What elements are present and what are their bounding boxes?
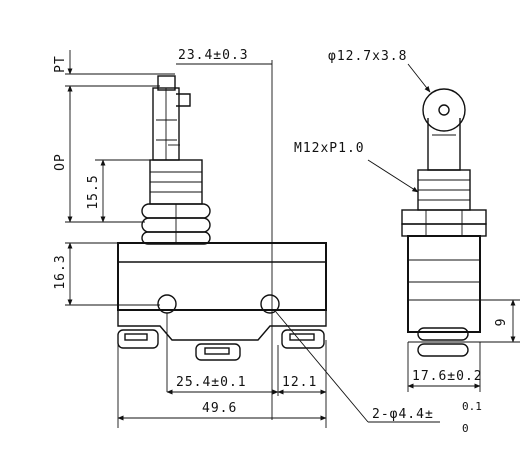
dim-49-6-label: 49.6 — [202, 401, 237, 416]
roller-label: φ12.7x3.8 — [328, 49, 407, 64]
dim-17-6-label: 17.6±0.2 — [412, 369, 483, 384]
horizontal-dimensions — [117, 63, 327, 421]
dim-23-4-label: 23.4±0.3 — [178, 48, 249, 63]
hole-dim-label: 2-φ4.4± — [372, 407, 434, 422]
extension-lines — [65, 60, 327, 428]
thread-label: M12xP1.0 — [294, 141, 365, 156]
dim-15-5-label: 15.5 — [86, 174, 101, 209]
front-view: PT OP 15.5 16.3 23.4±0.3 25.4±0.1 12.1 4… — [53, 48, 482, 435]
roller-leader — [407, 63, 431, 93]
hole-tol-upper: 0.1 — [462, 400, 482, 413]
terminals — [117, 329, 325, 361]
hole-tol-lower: 0 — [462, 422, 469, 435]
thread-leader — [367, 159, 419, 193]
dim-12-1-label: 12.1 — [282, 375, 317, 390]
dim-25-4-label: 25.4±0.1 — [176, 375, 247, 390]
switch-body — [117, 242, 327, 341]
pt-label: PT — [53, 55, 68, 73]
dim-9-label: 9 — [494, 318, 509, 327]
plunger — [141, 75, 211, 245]
op-label: OP — [53, 153, 68, 171]
side-view — [367, 63, 520, 392]
hole-leader — [275, 311, 369, 423]
roller — [422, 88, 466, 132]
dim-16-3-label: 16.3 — [53, 254, 68, 289]
vertical-dimensions — [67, 50, 106, 306]
